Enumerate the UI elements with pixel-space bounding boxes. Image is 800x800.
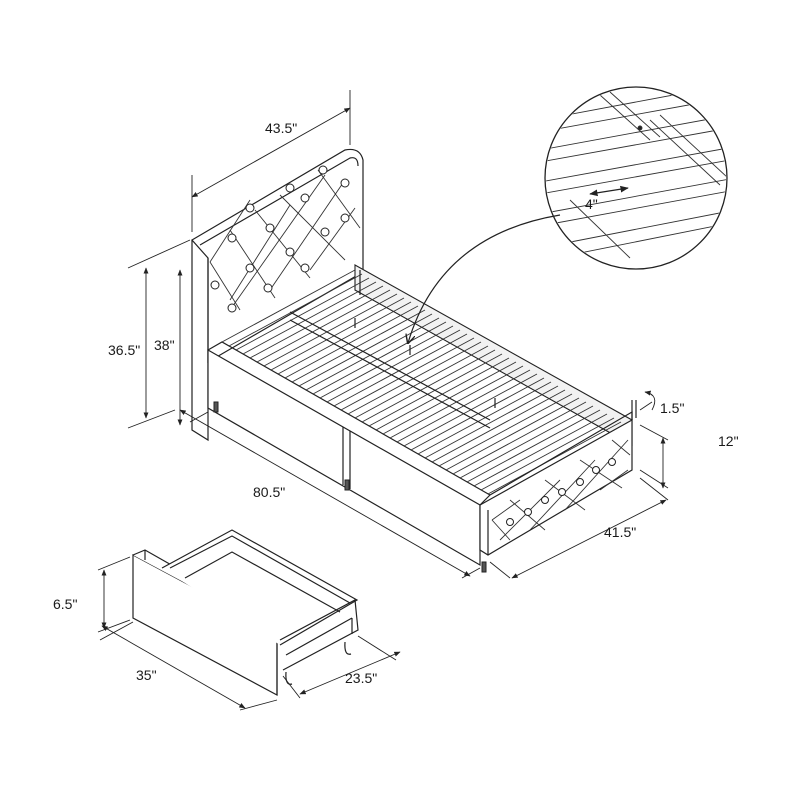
right-side-rail [354, 264, 633, 446]
headboard-total-height-label: 38" [154, 337, 175, 353]
slat-detail-callout: 4" [408, 86, 728, 343]
drawer [132, 529, 359, 697]
headboard-inner-height-label: 36.5" [108, 342, 140, 358]
headboard-tufting [209, 169, 361, 311]
footboard-height-label: 12" [718, 433, 739, 449]
drawer-dimensions: 6.5" 35" 23.5" [53, 556, 401, 711]
drawer-height-label: 6.5" [53, 596, 77, 612]
rail-thickness-label: 1.5" [660, 400, 684, 416]
bed-dimensions: 43.5" 38" 36.5" 80.5" 41.5" 12" 1.5" [108, 90, 739, 579]
drawer-depth-label: 23.5" [345, 670, 377, 686]
slat-spacing-label: 4" [585, 196, 598, 212]
headboard-width-label: 43.5" [265, 120, 297, 136]
bed-width-label: 41.5" [604, 524, 636, 540]
drawer-length-label: 35" [136, 667, 157, 683]
bed-length-label: 80.5" [253, 484, 285, 500]
bed-slats [221, 269, 622, 495]
